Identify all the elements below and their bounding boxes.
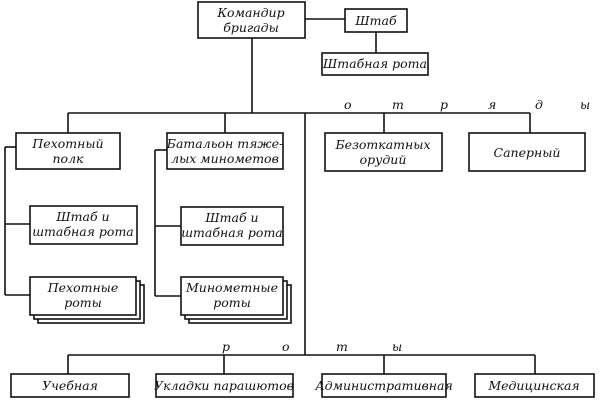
heavy-mortar-label-2: лых минометов	[171, 151, 279, 166]
roty-letter-4: ы	[392, 339, 402, 354]
recoilless-label-2: орудий	[360, 152, 407, 167]
otryady-letter-1: о	[344, 97, 352, 112]
otryady-letter-4: я	[488, 97, 496, 112]
roty-header: р о т ы	[222, 339, 402, 354]
otryady-letter-5: д	[535, 97, 543, 112]
infantry-hq-label-2: штабная рота	[32, 224, 134, 239]
connectors	[4, 18, 536, 374]
infantry-regiment-label-2: полк	[53, 151, 85, 166]
training-box: Учебная	[10, 373, 130, 398]
hq-company-box: Штабная рота	[321, 52, 429, 76]
hq-company-label: Штабная рота	[322, 56, 427, 71]
recoilless-label-1: Безоткатных	[334, 137, 430, 152]
roty-letter-2: о	[282, 339, 290, 354]
infantry-hq-box: Штаб и штабная рота	[29, 205, 138, 245]
commander-box: Командир бригады	[197, 1, 306, 39]
infantry-hq-label-1: Штаб и	[55, 209, 109, 224]
hq-box: Штаб	[344, 8, 408, 33]
otryady-letter-6: ы	[580, 97, 590, 112]
heavy-mortar-label-1: Батальон тяже-	[166, 136, 283, 151]
infantry-companies-label-1: Пехотные	[47, 280, 119, 295]
medical-box: Медицинская	[474, 373, 595, 398]
parachute-box: Укладки парашютов	[154, 373, 294, 398]
mortar-companies-label-2: роты	[213, 295, 251, 310]
infantry-companies-label-2: роты	[64, 295, 102, 310]
infantry-companies-stack: Пехотные роты	[29, 276, 145, 324]
roty-letter-1: р	[222, 339, 230, 354]
mortar-hq-box: Штаб и штабная рота	[180, 206, 284, 246]
commander-label-2: бригады	[223, 20, 279, 35]
medical-label: Медицинская	[487, 378, 579, 393]
infantry-regiment-box: Пехотный полк	[15, 132, 121, 170]
mortar-hq-label-1: Штаб и	[204, 210, 258, 225]
heavy-mortar-battalion-box: Батальон тяже- лых минометов	[166, 132, 284, 170]
otryady-letter-2: т	[392, 97, 404, 112]
parachute-label: Укладки парашютов	[154, 378, 294, 393]
sapper-box: Саперный	[468, 132, 586, 172]
training-label: Учебная	[42, 378, 98, 393]
otryady-header: о т р я д ы	[344, 97, 590, 112]
roty-letter-3: т	[336, 339, 348, 354]
admin-box: Административная	[314, 373, 453, 398]
admin-label: Административная	[314, 378, 453, 393]
infantry-regiment-label-1: Пехотный	[31, 136, 103, 151]
mortar-companies-label-1: Минометные	[185, 280, 278, 295]
commander-label-1: Командир	[216, 5, 284, 20]
mortar-hq-label-2: штабная рота	[181, 225, 283, 240]
recoilless-box: Безоткатных орудий	[324, 132, 443, 172]
mortar-companies-stack: Минометные роты	[180, 276, 292, 324]
otryady-letter-3: р	[440, 97, 448, 112]
sapper-label: Саперный	[494, 145, 561, 160]
hq-label: Штаб	[354, 13, 397, 28]
